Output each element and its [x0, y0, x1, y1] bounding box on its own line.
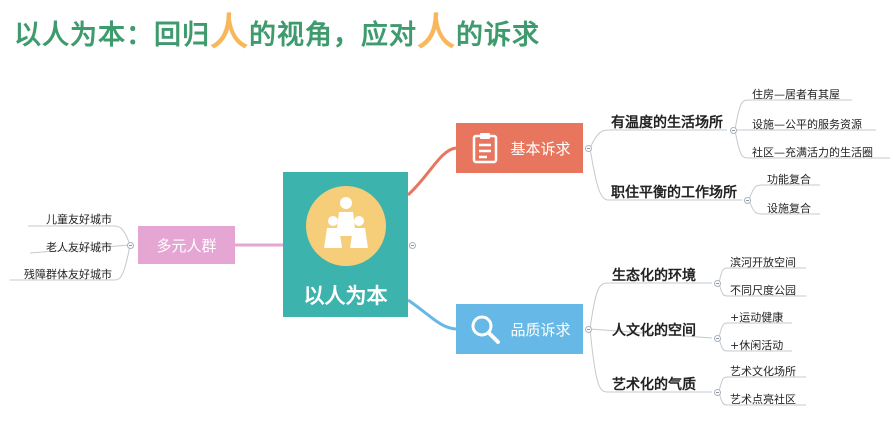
- people-icon: [305, 186, 386, 266]
- leaf-community[interactable]: 社区—充满活力的生活圈: [752, 146, 873, 159]
- title-part3: 的诉求: [456, 20, 541, 51]
- title-part1: 以人为本：回归: [14, 20, 210, 51]
- leaf-elderly-friendly[interactable]: 老人友好城市: [46, 241, 112, 254]
- leaf-disabled-friendly[interactable]: 残障群体友好城市: [24, 268, 112, 281]
- subtopic-work-place[interactable]: 职住平衡的工作场所: [611, 185, 737, 201]
- collapse-toggle-artistic[interactable]: [714, 389, 721, 396]
- leaf-child-friendly[interactable]: 儿童友好城市: [46, 213, 112, 226]
- collapse-toggle-diverse[interactable]: [127, 242, 134, 249]
- center-node[interactable]: 以人为本: [283, 172, 408, 317]
- collapse-toggle-work[interactable]: [744, 197, 751, 204]
- subtopic-artistic-quality[interactable]: 艺术化的气质: [612, 377, 696, 393]
- collapse-toggle-eco[interactable]: [714, 280, 721, 287]
- leaf-sports-health[interactable]: +运动健康: [730, 311, 784, 324]
- branch-diverse-label: 多元人群: [156, 236, 217, 255]
- leaf-leisure[interactable]: +休闲活动: [730, 339, 784, 352]
- clipboard-icon: [468, 131, 502, 165]
- collapse-toggle-living[interactable]: [730, 127, 737, 134]
- title-highlight-2: 人: [417, 10, 457, 54]
- collapse-toggle-center[interactable]: [409, 242, 416, 249]
- subtopic-humanistic-space[interactable]: 人文化的空间: [612, 323, 696, 339]
- branch-quality-label: 品质诉求: [510, 320, 571, 339]
- leaf-facilities[interactable]: 设施—公平的服务资源: [752, 118, 862, 131]
- leaf-art-venues[interactable]: 艺术文化场所: [730, 365, 796, 378]
- branch-basic-needs[interactable]: 基本诉求: [456, 123, 583, 173]
- center-label: 以人为本: [303, 284, 388, 308]
- subtopic-living-place[interactable]: 有温度的生活场所: [611, 115, 723, 131]
- link-basic-sub1: [589, 129, 727, 149]
- leaf-mixed-function[interactable]: 功能复合: [767, 173, 811, 186]
- collapse-toggle-humanistic[interactable]: [714, 335, 721, 342]
- leaf-housing[interactable]: 住房—居者有其屋: [752, 88, 840, 101]
- title-part2: 的视角，应对: [249, 20, 418, 51]
- link-quality-sub1: [589, 282, 712, 330]
- title-highlight-1: 人: [210, 10, 250, 54]
- link-center-basic: [406, 146, 457, 197]
- collapse-toggle-basic[interactable]: [585, 145, 592, 152]
- collapse-toggle-quality[interactable]: [585, 326, 592, 333]
- branch-quality-needs[interactable]: 品质诉求: [456, 304, 583, 354]
- magnifier-icon: [468, 312, 502, 346]
- branch-basic-label: 基本诉求: [510, 139, 571, 158]
- link-quality-sub2: [589, 328, 713, 339]
- branch-diverse-groups[interactable]: 多元人群: [138, 226, 235, 264]
- link-basic-sub2: [589, 147, 742, 201]
- leaf-art-community[interactable]: 艺术点亮社区: [730, 393, 796, 406]
- leaf-parks[interactable]: 不同尺度公园: [730, 284, 796, 297]
- leaf-mixed-facility[interactable]: 设施复合: [767, 202, 811, 215]
- subtopic-eco-environment[interactable]: 生态化的环境: [612, 268, 696, 284]
- page-title: 以人为本：回归人的视角，应对人的诉求: [14, 8, 540, 52]
- link-quality-sub3: [589, 328, 712, 393]
- link-center-quality: [407, 298, 457, 331]
- leaf-riverside-space[interactable]: 滨河开放空间: [730, 256, 796, 269]
